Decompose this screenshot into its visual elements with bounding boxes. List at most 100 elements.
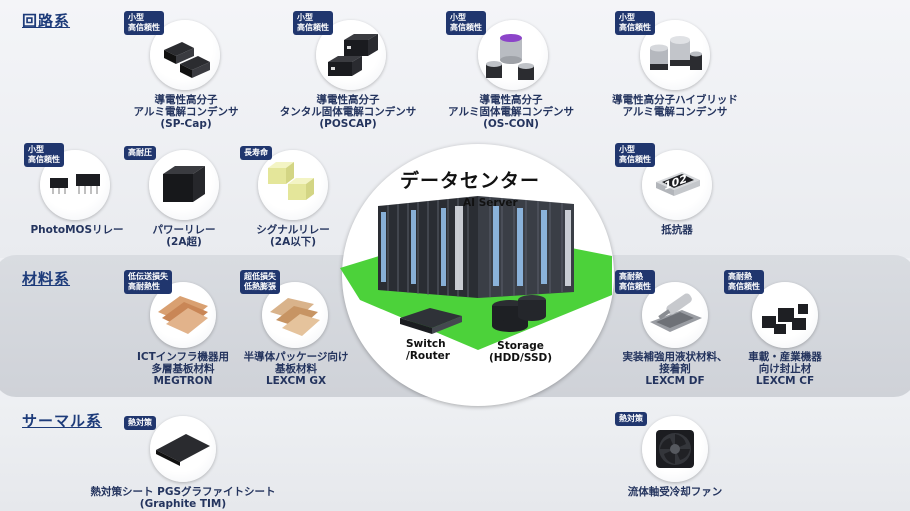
poscap-label: 導電性高分子タンタル固体電解コンデンサ(POSCAP) <box>280 94 417 130</box>
hybrid-tag-line1: 小型 <box>619 13 635 22</box>
resistor-label: 抵抗器 <box>661 224 693 236</box>
spcap-tag-line2: 高信頼性 <box>128 23 160 32</box>
hybrid-label: 導電性高分子ハイブリッドアルミ電解コンデンサ <box>612 94 738 118</box>
switch-label-line2: /Router <box>406 350 450 362</box>
lexcm-gx-icon <box>270 298 320 336</box>
section-title-thermal: サーマル系 <box>22 412 103 430</box>
megtron-label-line2: 多層基板材料 <box>151 363 215 375</box>
power-relay-tag: 高耐圧 <box>124 146 156 160</box>
lexcm-df-tag-line2: 高信頼性 <box>619 282 651 291</box>
oscon-icon <box>486 34 534 80</box>
signal-relay-label-line2: (2A以下) <box>269 236 317 248</box>
switch-label: Switch /Router <box>406 338 450 362</box>
pgs-icon <box>156 434 210 466</box>
storage-label-line2: (HDD/SSD) <box>489 352 553 364</box>
lexcm-df-label-line3: LEXCM DF <box>645 375 705 387</box>
hybrid-tag: 小型高信頼性 <box>615 11 655 35</box>
lexcm-gx-label-line3: LEXCM GX <box>265 375 327 387</box>
switch-label-line1: Switch <box>406 338 446 350</box>
oscon-tag-line1: 小型 <box>450 13 466 22</box>
power-relay-label: パワーリレー(2A超) <box>153 224 216 248</box>
resistor-tag-line2: 高信頼性 <box>619 155 651 164</box>
megtron-label-line3: MEGTRON <box>153 375 213 387</box>
megtron-tag-line2: 高耐熱性 <box>128 282 160 291</box>
poscap-icon <box>328 34 378 76</box>
lexcm-cf-tag-line1: 高耐熱 <box>728 272 752 281</box>
photomos-tag: 小型高信頼性 <box>24 143 64 167</box>
power-relay-label-line1: パワーリレー <box>152 224 216 236</box>
pgs-label-line2: (Graphite TIM) <box>139 498 227 510</box>
photomos-label: PhotoMOSリレー <box>30 224 124 236</box>
lexcm-gx-tag-line2: 低熱膨張 <box>244 282 276 291</box>
lexcm-df-tag: 高耐熱高信頼性 <box>615 270 655 294</box>
signal-relay-tag: 長寿命 <box>240 146 272 160</box>
oscon-label-line2: アルミ固体電解コンデンサ <box>448 106 574 118</box>
signal-relay-label-line1: シグナルリレー <box>256 224 330 236</box>
hybrid-label-line1: 導電性高分子ハイブリッド <box>612 94 738 106</box>
hybrid-tag-line2: 高信頼性 <box>619 23 651 32</box>
resistor-icon <box>656 172 700 196</box>
section-title-material: 材料系 <box>22 270 71 288</box>
poscap-label-line2: タンタル固体電解コンデンサ <box>279 106 417 118</box>
lexcm-gx-label-line1: 半導体パッケージ向け <box>243 351 349 363</box>
fan-icon <box>656 430 694 468</box>
spcap-label: 導電性高分子アルミ電解コンデンサ(SP-Cap) <box>134 94 239 130</box>
resistor-tag: 小型高信頼性 <box>615 143 655 167</box>
spcap-tag: 小型高信頼性 <box>124 11 164 35</box>
lexcm-cf-label-line1: 車載・産業機器 <box>748 351 822 363</box>
section-title-circuit: 回路系 <box>22 12 71 30</box>
hybrid-icon <box>650 36 702 70</box>
spcap-label-line1: 導電性高分子 <box>154 94 218 106</box>
lexcm-cf-icon <box>762 304 808 334</box>
lexcm-cf-tag-line2: 高信頼性 <box>728 282 760 291</box>
photomos-tag-line1: 小型 <box>28 145 44 154</box>
poscap-label-line3: (POSCAP) <box>319 118 377 130</box>
lexcm-gx-label-line2: 基板材料 <box>274 363 317 375</box>
lexcm-df-tag-line1: 高耐熱 <box>619 272 643 281</box>
lexcm-cf-tag: 高耐熱高信頼性 <box>724 270 764 294</box>
hybrid-label-line2: アルミ電解コンデンサ <box>622 106 728 118</box>
poscap-tag: 小型高信頼性 <box>293 11 333 35</box>
lexcm-cf-label-line2: 向け封止材 <box>758 363 812 375</box>
spcap-tag-line1: 小型 <box>128 13 144 22</box>
power-relay-label-line2: (2A超) <box>166 236 202 248</box>
lexcm-df-label-line1: 実装補強用液状材料、 <box>622 351 728 363</box>
spcap-label-line2: アルミ電解コンデンサ <box>133 106 239 118</box>
photomos-icon <box>50 174 100 194</box>
poscap-tag-line2: 高信頼性 <box>297 23 329 32</box>
storage-device <box>492 295 546 332</box>
power-relay-icon <box>163 166 205 202</box>
signal-relay-icon <box>268 162 314 200</box>
poscap-label-line1: 導電性高分子 <box>316 94 380 106</box>
pgs-tag: 熱対策 <box>124 416 156 430</box>
lexcm-gx-tag: 超低損失低熱膨張 <box>240 270 280 294</box>
storage-label: Storage (HDD/SSD) <box>489 340 552 364</box>
oscon-label: 導電性高分子アルミ固体電解コンデンサ(OS-CON) <box>448 94 574 130</box>
megtron-tag: 低伝送損失高耐熱性 <box>124 270 172 294</box>
signal-relay-label: シグナルリレー(2A以下) <box>256 224 330 248</box>
spcap-icon <box>164 42 210 78</box>
spcap-label-line3: (SP-Cap) <box>160 118 212 130</box>
fan-label: 流体軸受冷却ファン <box>627 486 723 498</box>
server-racks <box>378 196 574 298</box>
storage-label-line1: Storage <box>497 340 544 352</box>
megtron-tag-line1: 低伝送損失 <box>128 272 168 281</box>
ai-server-label: AI Server <box>463 197 518 209</box>
oscon-tag: 小型高信頼性 <box>446 11 486 35</box>
lexcm-df-label-line2: 接着剤 <box>659 363 691 375</box>
oscon-tag-line2: 高信頼性 <box>450 23 482 32</box>
switch-device <box>400 308 462 334</box>
fan-tag: 熱対策 <box>615 412 647 426</box>
pgs-label: 熱対策シート PGSグラファイトシート(Graphite TIM) <box>90 486 275 510</box>
megtron-label-line1: ICTインフラ機器用 <box>137 351 229 363</box>
datacenter-title: データセンター <box>400 170 541 192</box>
megtron-icon <box>158 296 208 334</box>
oscon-label-line3: (OS-CON) <box>483 118 539 130</box>
lexcm-df-icon <box>650 293 702 332</box>
